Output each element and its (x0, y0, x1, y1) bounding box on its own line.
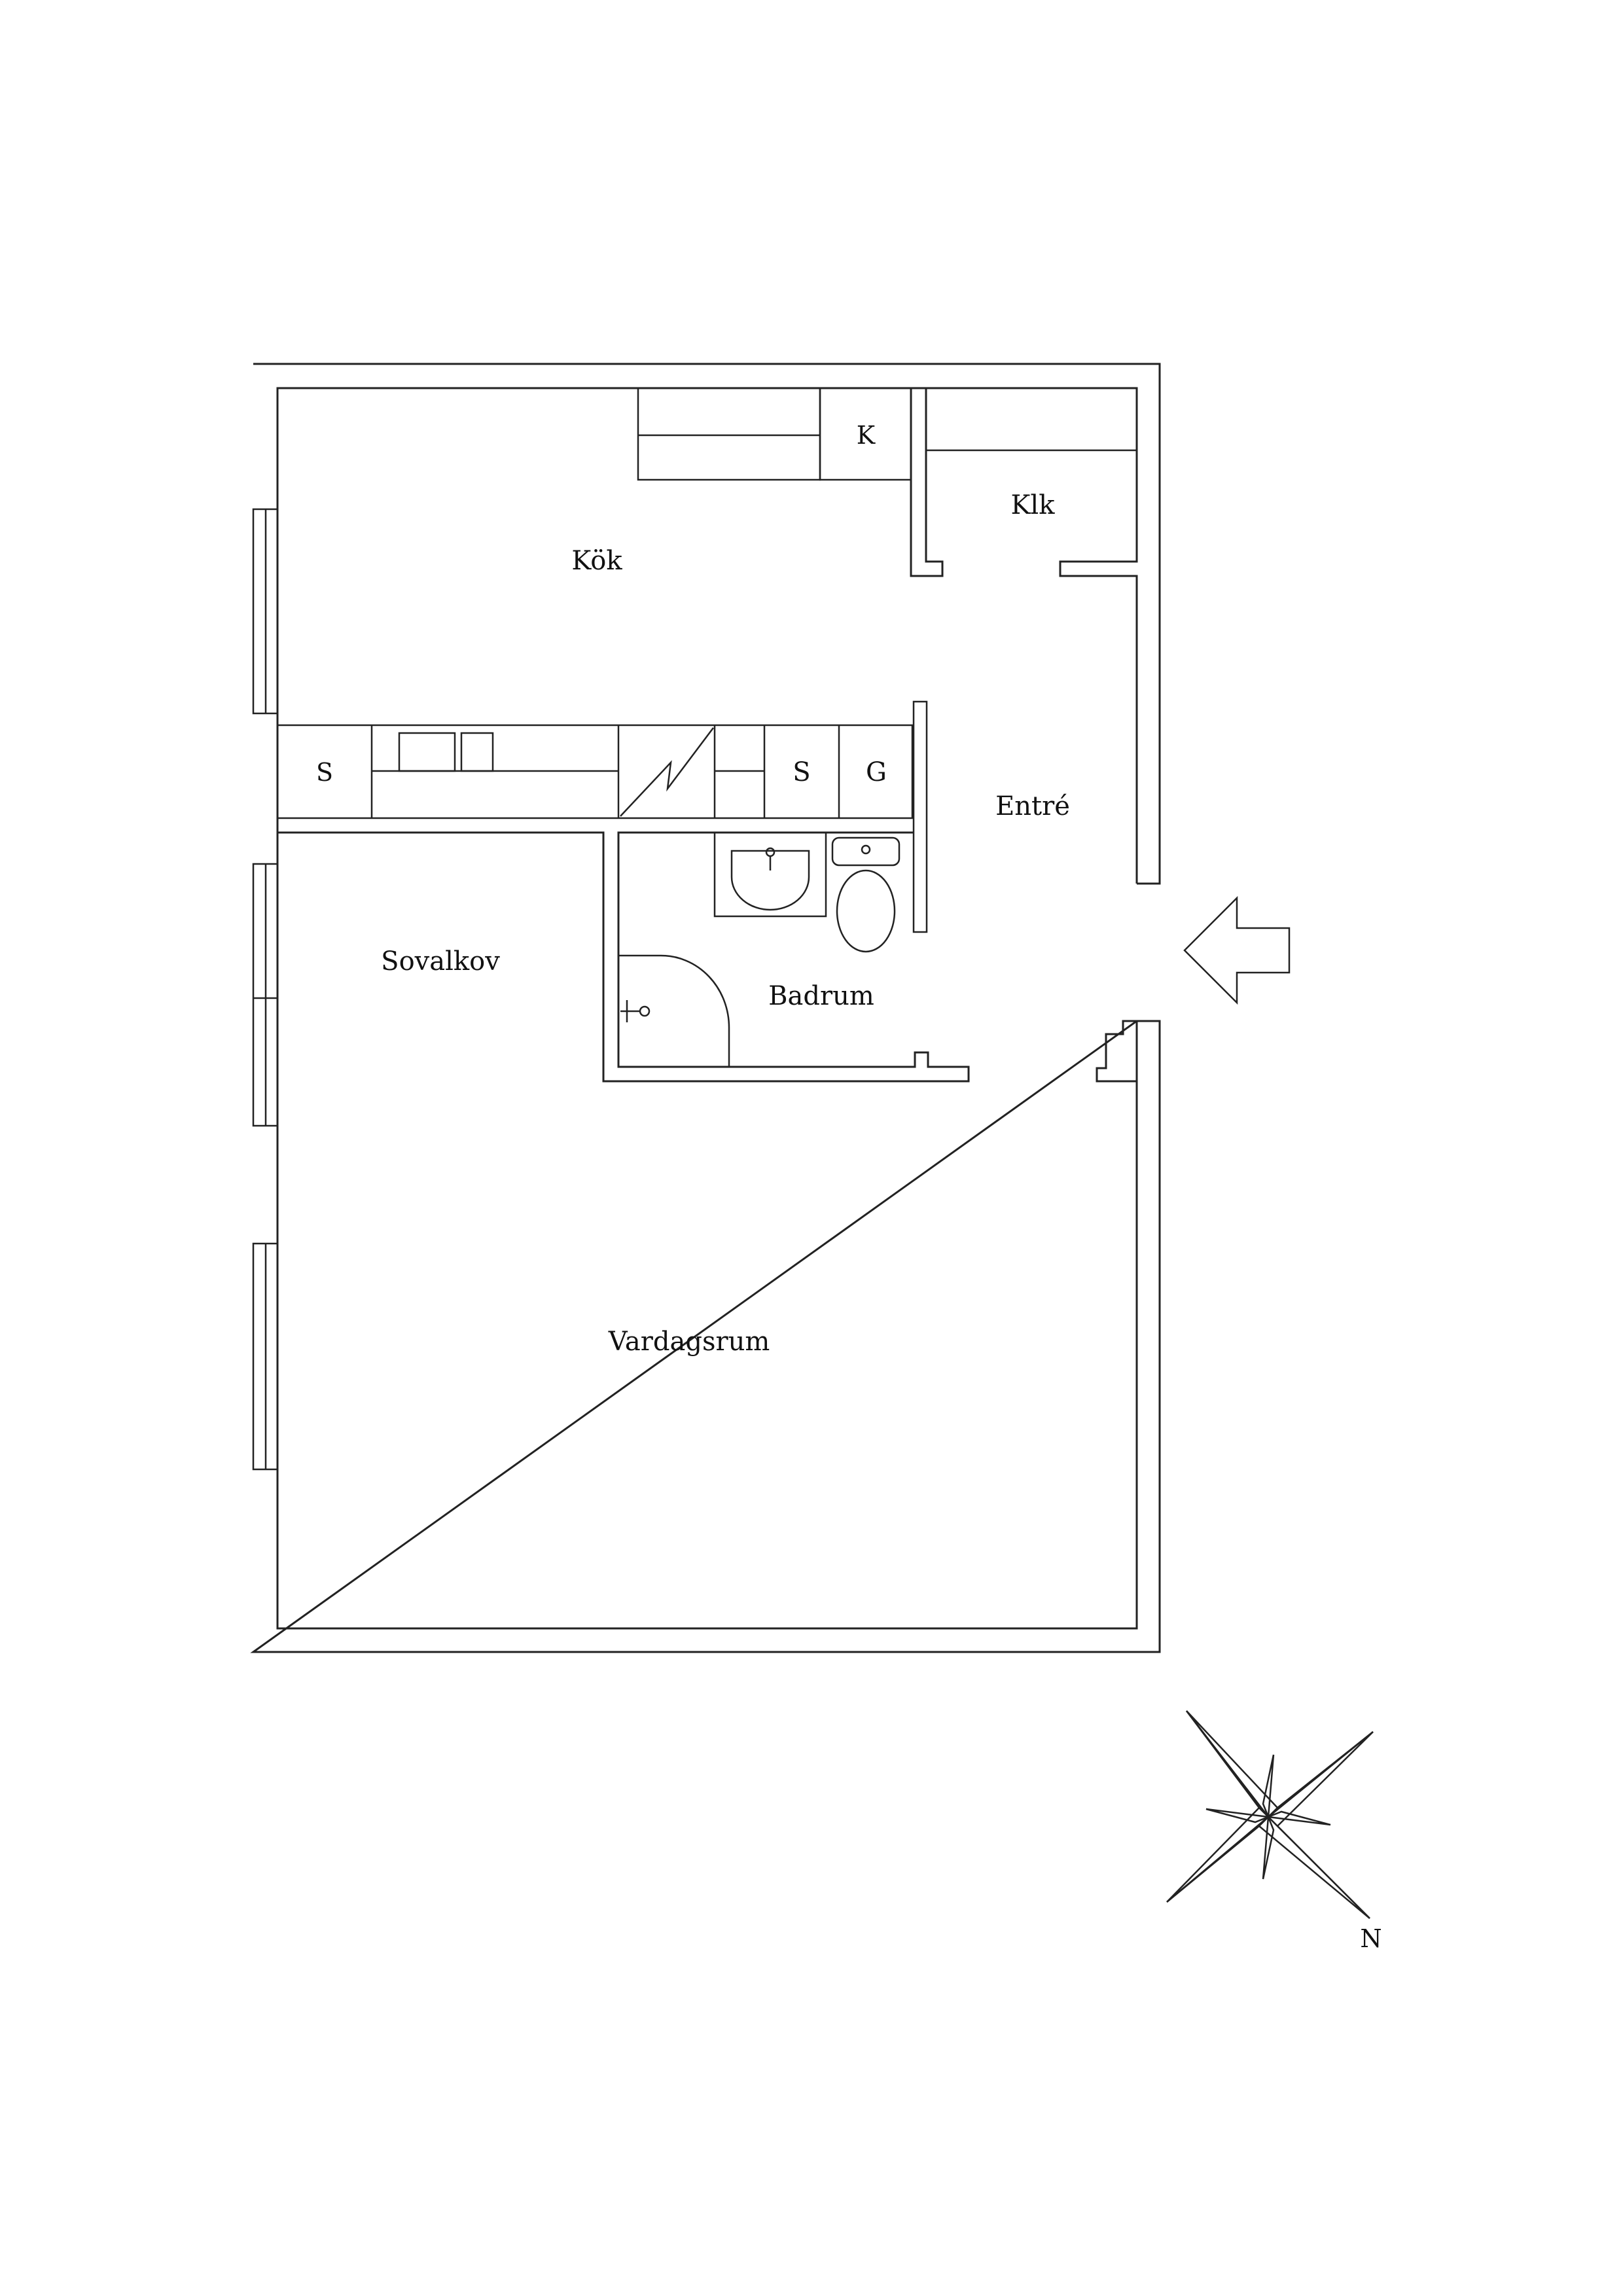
fixture-label-garderob: G (866, 757, 887, 787)
fixture-labels: K S S G (316, 421, 887, 787)
window-kok (252, 508, 279, 715)
room-label-kok: Kök (571, 546, 622, 576)
sink-icon (713, 831, 827, 918)
electric-symbol (620, 727, 714, 817)
shower-icon (618, 954, 730, 1067)
room-label-vardagsrum: Vardagsrum (608, 1327, 770, 1357)
window-vardagsrum (252, 1242, 279, 1471)
room-labels: Kök Klk Entré Sovalkov Badrum Vardagsrum (381, 490, 1070, 1357)
windows-west (252, 508, 279, 1471)
toilet-icon (831, 836, 901, 953)
entrance-arrow-icon (1183, 895, 1291, 1005)
room-label-entre: Entré (995, 791, 1070, 821)
fixture-label-skap-left: S (316, 758, 333, 787)
room-label-badrum: Badrum (768, 981, 874, 1011)
fixture-label-kyl: K (857, 421, 876, 450)
room-label-sovalkov: Sovalkov (381, 946, 500, 977)
kitchen-lower-counter (276, 700, 928, 933)
exterior-walls (250, 363, 1161, 1653)
klk-walls (910, 387, 1138, 577)
interior-walls (277, 831, 1160, 1083)
window-sovalkov (252, 863, 279, 1127)
bathroom-fixtures (618, 831, 901, 1067)
kitchen-upper-counter (637, 387, 912, 481)
room-label-klk: Klk (1011, 490, 1056, 520)
compass-rose-icon (1166, 1710, 1374, 1919)
compass-north-label: N (1360, 1924, 1382, 1953)
fixture-label-skap-right: S (793, 757, 810, 787)
